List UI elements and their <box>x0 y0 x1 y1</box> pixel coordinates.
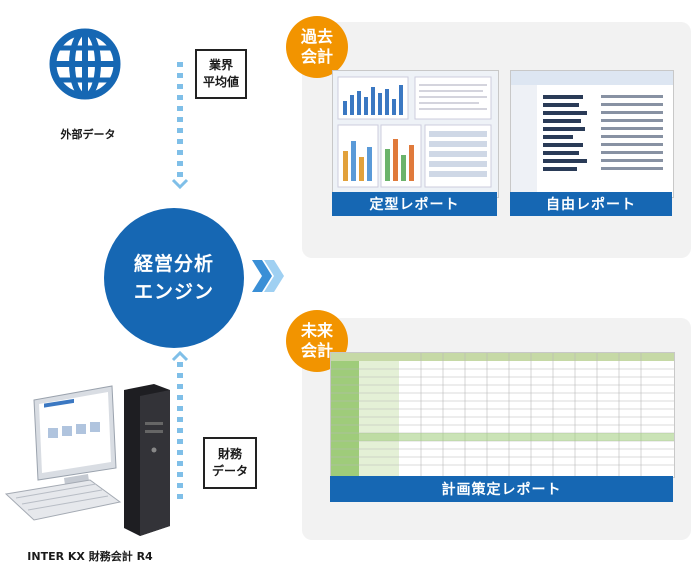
computer-illustration <box>4 376 180 542</box>
planning-report-image <box>331 353 674 477</box>
planning-report-label: 計画策定レポート <box>330 476 673 502</box>
past-badge: 過去 会計 <box>286 16 348 78</box>
management-analysis-engine: 経営分析 エンジン <box>104 208 244 348</box>
financial-data-line2: データ <box>211 464 248 478</box>
fixed-report-label: 定型レポート <box>332 192 497 216</box>
top-dashed-connector <box>177 62 183 178</box>
planning-report-label-text: 計画策定レポート <box>441 482 562 498</box>
free-report-thumbnail <box>510 70 674 198</box>
financial-data-box: 財務 データ <box>203 437 257 489</box>
free-report-label: 自由レポート <box>510 192 672 216</box>
past-badge-line1: 過去 <box>300 27 333 46</box>
fixed-report-label-text: 定型レポート <box>369 197 460 213</box>
fixed-report-image <box>333 71 498 197</box>
industry-average-line1: 業界 <box>208 58 233 72</box>
arrow-down-icon <box>170 176 190 190</box>
industry-average-line2: 平均値 <box>202 75 239 89</box>
bottom-dashed-connector <box>177 362 183 500</box>
chevron-right-icon <box>250 258 290 294</box>
globe-icon <box>49 28 121 100</box>
engine-line2: エンジン <box>133 281 214 303</box>
product-label: INTER KX 財務会計 R4 <box>27 550 153 563</box>
fixed-report-thumbnail <box>332 70 499 198</box>
industry-average-box: 業界 平均値 <box>195 49 247 99</box>
arrow-up-icon <box>170 348 190 362</box>
financial-data-line1: 財務 <box>217 447 242 461</box>
future-badge-line1: 未来 <box>300 321 333 340</box>
free-report-label-text: 自由レポート <box>546 197 636 213</box>
free-report-image <box>511 71 673 197</box>
past-badge-line2: 会計 <box>300 47 333 66</box>
planning-report-thumbnail <box>330 352 675 478</box>
engine-line1: 経営分析 <box>133 253 214 275</box>
future-badge-line2: 会計 <box>300 341 333 360</box>
external-data-label: 外部データ <box>60 128 116 141</box>
